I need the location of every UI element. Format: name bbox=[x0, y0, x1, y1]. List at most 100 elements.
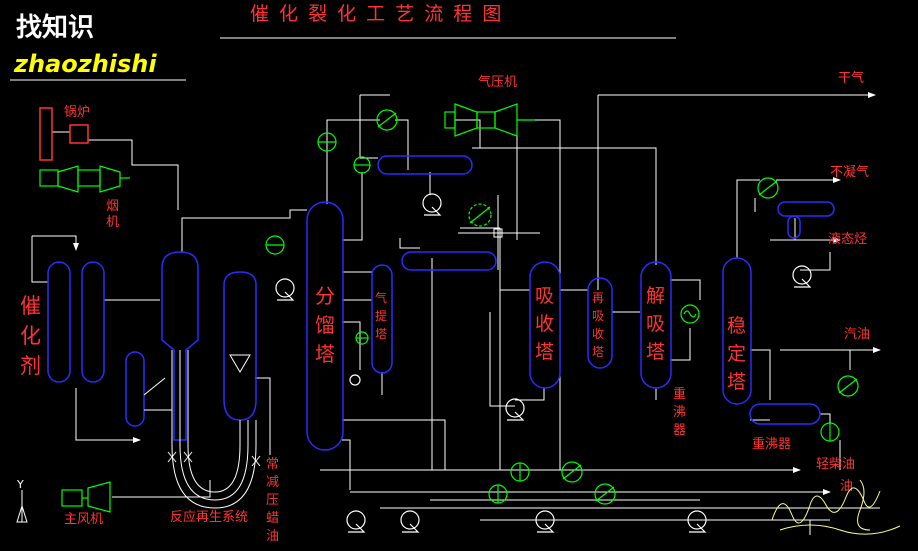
label-stripper-1: 气 bbox=[375, 290, 387, 305]
label-catalyst-2: 化 bbox=[20, 324, 41, 348]
label-reboiler-2: 重沸器 bbox=[752, 436, 791, 452]
label-main-fan: 主风机 bbox=[64, 512, 103, 527]
label-stripper-3: 塔 bbox=[375, 327, 387, 341]
label-absorber-3: 塔 bbox=[535, 341, 554, 363]
label-feed-3: 压 bbox=[266, 493, 279, 508]
label-stabilizer-2: 定 bbox=[727, 343, 746, 365]
vessels bbox=[39, 107, 835, 451]
label-fractionator-2: 馏 bbox=[315, 313, 335, 337]
catalyst-hopper-right bbox=[81, 261, 105, 383]
label-fractionator-1: 分 bbox=[315, 284, 335, 308]
absorber-vessel bbox=[529, 261, 561, 389]
label-catalyst-1: 催 bbox=[20, 294, 41, 318]
desorber-vessel bbox=[640, 261, 672, 389]
stabilizer-reflux-drum bbox=[777, 201, 835, 217]
label-reabsorber-4: 塔 bbox=[592, 345, 604, 359]
separator-drum bbox=[401, 251, 497, 271]
label-reaction-regen: 反应再生系统 bbox=[170, 509, 248, 525]
air-cooler-3-icon bbox=[757, 177, 779, 199]
reabsorber-vessel bbox=[587, 277, 613, 369]
label-desorber-3: 塔 bbox=[646, 341, 665, 363]
label-feed-1: 常 bbox=[266, 457, 279, 472]
equipment bbox=[39, 103, 859, 513]
main-fan-icon bbox=[61, 481, 111, 513]
regenerator bbox=[223, 271, 257, 421]
ucs-axis-icon bbox=[16, 490, 28, 523]
crosshair-icon bbox=[458, 195, 540, 270]
label-oil-partial: 油 bbox=[840, 479, 853, 494]
label-feed-5: 油 bbox=[266, 529, 279, 544]
heat-exchanger-3-icon bbox=[265, 235, 285, 255]
pump-4-icon bbox=[792, 265, 812, 288]
heat-exchanger-1-icon bbox=[317, 132, 337, 152]
boiler-box bbox=[69, 124, 89, 144]
label-reboiler-1b: 沸 bbox=[673, 405, 686, 420]
valve-icon bbox=[349, 374, 361, 386]
air-cooler-1-icon bbox=[376, 109, 398, 131]
label-flue-fan-2: 机 bbox=[106, 215, 119, 230]
reactor bbox=[161, 251, 199, 441]
label-feed-4: 蜡 bbox=[266, 511, 279, 526]
pump-2-icon bbox=[422, 193, 442, 216]
label-lpg: 液态烃 bbox=[828, 232, 867, 247]
pump-7-icon bbox=[535, 510, 555, 533]
label-gasoline: 汽油 bbox=[844, 327, 870, 342]
heat-exchanger-2-icon bbox=[353, 156, 371, 174]
label-dry-gas: 干气 bbox=[838, 70, 864, 86]
stabilizer-vessel bbox=[722, 257, 752, 405]
heat-exchanger-5-icon bbox=[510, 462, 530, 482]
riser-tubes bbox=[143, 350, 257, 509]
label-flue-fan-1: 烟 bbox=[106, 199, 119, 214]
label-stabilizer-3: 塔 bbox=[727, 371, 746, 393]
stabilizer-reflux-boot bbox=[787, 215, 801, 239]
fractionator-vessel bbox=[306, 201, 344, 451]
small-vessel bbox=[125, 351, 145, 427]
flue-fan-icon bbox=[39, 165, 130, 193]
label-stripper-2: 提 bbox=[375, 308, 387, 323]
heat-exchanger-6-icon bbox=[488, 484, 508, 504]
air-cooler-4-icon bbox=[837, 375, 859, 397]
label-light-diesel: 轻柴油 bbox=[816, 457, 855, 472]
pump-5-icon bbox=[346, 510, 366, 533]
label-catalyst-3: 剂 bbox=[20, 354, 41, 378]
riser-valves bbox=[167, 451, 261, 467]
label-reabsorber-3: 收 bbox=[592, 327, 604, 341]
compressor-icon bbox=[444, 103, 535, 137]
diagram-title: 催 化 裂 化 工 艺 流 程 图 bbox=[250, 3, 503, 25]
labels: 锅炉 烟 机 催 化 剂 主风机 反应再生系统 常 减 压 蜡 油 分 馏 塔 … bbox=[20, 70, 870, 544]
pump-1-icon bbox=[275, 278, 295, 301]
pump-6-icon bbox=[400, 510, 420, 533]
label-reabsorber-1: 再 bbox=[592, 291, 604, 305]
label-reboiler-1c: 器 bbox=[673, 423, 686, 438]
label-reabsorber-2: 吸 bbox=[592, 309, 604, 323]
signature-scribble bbox=[771, 479, 901, 535]
label-reboiler-1a: 重 bbox=[673, 386, 686, 402]
label-stabilizer-1: 稳 bbox=[727, 315, 746, 337]
overhead-drum bbox=[377, 155, 473, 175]
air-cooler-2-icon bbox=[468, 203, 492, 227]
pipe-network bbox=[31, 92, 881, 535]
reboiler-1-icon bbox=[680, 304, 700, 324]
label-compressor: 气压机 bbox=[478, 74, 517, 90]
air-cooler-5-icon bbox=[561, 461, 583, 483]
heat-exchanger-7-icon bbox=[820, 422, 840, 442]
heat-exchanger-4-icon bbox=[355, 331, 369, 345]
reboiler-2-shell bbox=[749, 403, 821, 425]
catalyst-hopper-left bbox=[47, 261, 71, 383]
brand-en: zhaozhishi bbox=[13, 50, 157, 78]
pump-3-icon bbox=[505, 398, 525, 421]
pump-8-icon bbox=[687, 510, 707, 533]
pumps bbox=[275, 193, 812, 533]
label-fractionator-3: 塔 bbox=[315, 342, 335, 366]
boiler-stack bbox=[39, 107, 53, 161]
label-boiler: 锅炉 bbox=[64, 104, 90, 120]
label-noncond-gas: 不凝气 bbox=[830, 164, 869, 180]
label-desorber-1: 解 bbox=[646, 285, 665, 307]
brand-cn: 找知识 bbox=[16, 13, 94, 43]
air-cooler-6-icon bbox=[594, 483, 616, 505]
stripper-vessel bbox=[371, 264, 393, 374]
label-absorber-1: 吸 bbox=[535, 285, 554, 307]
label-feed-2: 减 bbox=[266, 475, 279, 490]
label-desorber-2: 吸 bbox=[646, 313, 665, 335]
